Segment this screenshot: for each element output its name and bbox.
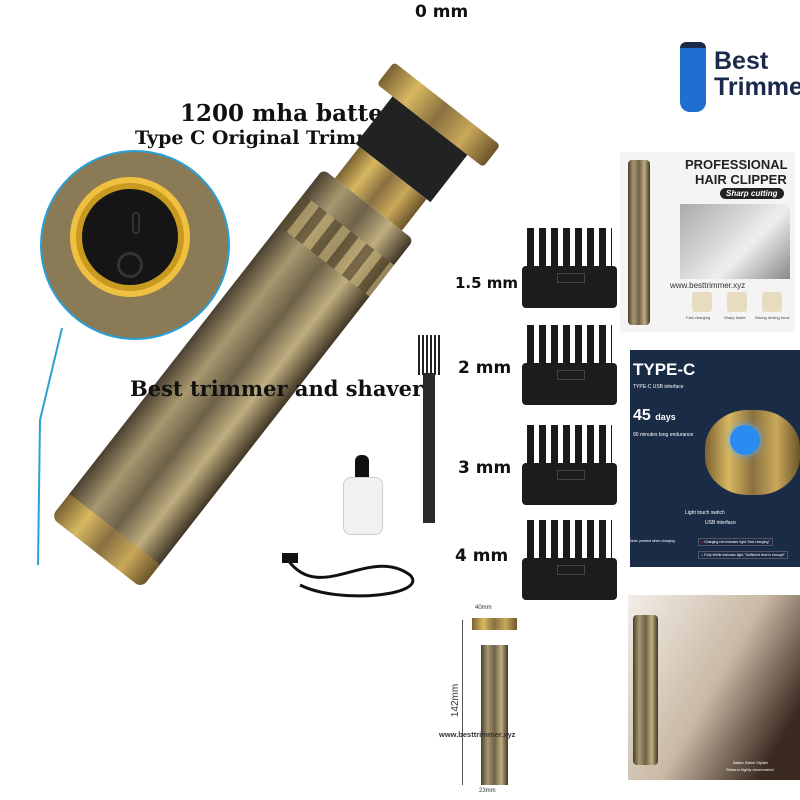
width-top-label: 40mm	[475, 605, 492, 611]
feature-label: Fast charging	[686, 315, 711, 320]
zero-mm-label: 0 mm	[415, 2, 469, 22]
usb-label: USB interface	[705, 520, 736, 526]
guard-label: 3 mm	[458, 458, 512, 478]
width-bottom-label: 23mm	[479, 788, 496, 794]
red-indicator-text: Charging red indicator light-"fast charg…	[704, 540, 770, 544]
salon-caption-2: Stefano highly recommend	[726, 767, 774, 772]
battery-icon	[692, 292, 712, 312]
guard-comb-1-5mm	[522, 228, 617, 308]
watermark: www.besttrimmer.xyz	[439, 730, 516, 739]
cleaning-brush	[418, 335, 440, 525]
switch-label: Light touch switch	[685, 510, 725, 516]
blade-icon	[727, 292, 747, 312]
panel-professional-clipper: PROFESSIONAL HAIR CLIPPER Sharp cutting …	[620, 152, 795, 332]
guard-label: 2 mm	[458, 358, 512, 378]
days-readout: 45 days	[633, 407, 676, 425]
blue-indicator-text: Fully-White indicator light-"Sufficient …	[704, 553, 785, 557]
height-label: 142mm	[450, 683, 462, 718]
days-unit: days	[655, 412, 676, 422]
clipper-badge: Sharp cutting	[720, 188, 784, 199]
blue-indicator-note: ● Fully-White indicator light-"Sufficien…	[698, 551, 788, 559]
red-indicator-note: ● Charging red indicator light-"fast cha…	[698, 538, 773, 546]
oil-bottle	[340, 455, 385, 535]
gear-icon	[762, 292, 782, 312]
panel-type-c: TYPE-C TYPE-C USB interface 45 days 90 m…	[630, 350, 800, 567]
indicator-light	[730, 425, 760, 455]
guard-label: 4 mm	[455, 546, 509, 566]
logo-text-best: Best	[714, 47, 769, 75]
trimmer-logo-icon	[680, 42, 706, 112]
usb-port-icon	[132, 212, 140, 234]
logo-text-trimmer: Trimmer	[714, 73, 800, 101]
note-label: Note: present when charging	[630, 539, 675, 543]
panel-salon: Italian Salon Stylish Stefano highly rec…	[628, 595, 800, 780]
endurance-label: 90 minutes long endurance	[633, 432, 694, 438]
power-button-icon	[117, 252, 143, 278]
guard-comb-2mm	[522, 325, 617, 405]
guard-comb-4mm	[522, 520, 617, 600]
days-number: 45	[633, 407, 651, 424]
panel-dimensions: 40mm 142mm www.besttrimmer.xyz 23mm	[437, 600, 547, 800]
feature-label: Strong driving force	[755, 315, 790, 320]
type-c-label: Type C Original Trimmer	[135, 127, 399, 149]
clipper-title-1: PROFESSIONAL	[685, 157, 788, 172]
guard-label: 1.5 mm	[455, 274, 519, 292]
guard-comb-3mm	[522, 425, 617, 505]
feature-label: Sharp blade	[724, 315, 746, 320]
clipper-title-2: HAIR CLIPPER	[695, 172, 787, 187]
usb-cable	[282, 553, 415, 598]
tagline-label: Best trimmer and shaver	[130, 376, 424, 401]
logo: Best Trimmer	[678, 40, 800, 115]
salon-caption-1: Italian Salon Stylish	[733, 760, 768, 765]
typec-title: TYPE-C	[633, 360, 696, 379]
typec-subtitle: TYPE-C USB interface	[633, 384, 684, 390]
charging-port-closeup	[40, 150, 230, 340]
watermark: www.besttrimmer.xyz	[670, 281, 746, 290]
battery-label: 1200 mha battery	[180, 100, 409, 127]
